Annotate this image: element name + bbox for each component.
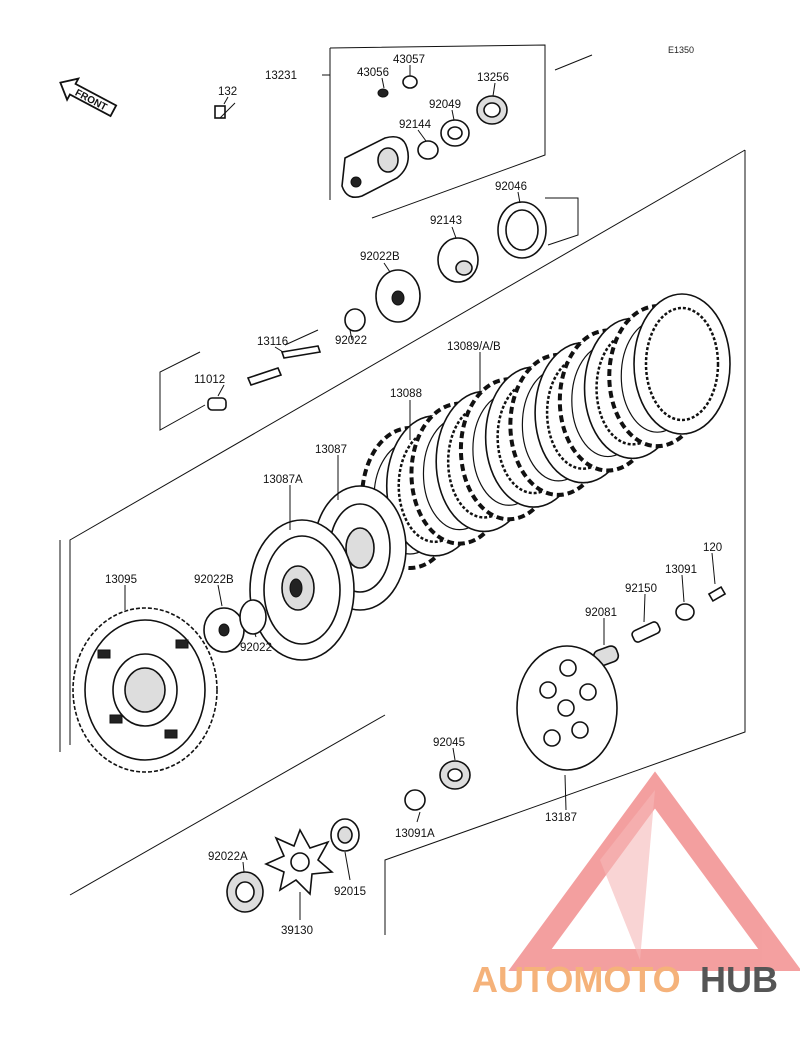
pressure-plate-13087A-part (249, 519, 355, 661)
plate-inner-edge (644, 306, 720, 422)
label-92143: 92143 (430, 215, 462, 227)
assembly-frames (59, 44, 746, 935)
watermark-text: AUTOMOTO HUB (472, 959, 778, 1000)
collar-13091A-part (404, 789, 426, 811)
label-13087A: 13087A (263, 474, 303, 486)
seal-92049-part (440, 119, 470, 147)
parts-43056-43057 (377, 75, 418, 98)
label-92022A: 92022A (208, 851, 248, 863)
sleeve-92143-part (437, 237, 479, 283)
label-13091A: 13091A (395, 828, 435, 840)
pin-92150-part (631, 621, 661, 643)
watermark-logo (508, 771, 800, 971)
bearing-92045-part (439, 760, 471, 790)
label-13116: 13116 (257, 336, 288, 348)
collar-13091-part (675, 603, 695, 621)
washer-92022-mid-part (239, 599, 267, 635)
seal-92144-part (417, 140, 439, 160)
label-39130: 39130 (281, 925, 313, 937)
washer-92022B-top-part (375, 269, 421, 323)
washer-92022B-mid-part (203, 607, 245, 653)
label-13088: 13088 (390, 388, 422, 400)
part-labels: 13231 43057 43056 13256 132 92049 92144 … (105, 54, 722, 937)
label-132: 132 (218, 86, 237, 98)
label-120: 120 (703, 542, 722, 554)
bearing-92022A-part (226, 871, 264, 913)
label-92022-top: 92022 (335, 335, 367, 347)
clutch-plate-stack (360, 293, 731, 570)
bearing-13256-part (476, 95, 508, 125)
label-13087: 13087 (315, 444, 347, 456)
label-92022-mid: 92022 (240, 642, 272, 654)
label-92022B-top: 92022B (360, 251, 400, 263)
label-13095: 13095 (105, 574, 137, 586)
label-43057: 43057 (393, 54, 425, 66)
label-92022B-mid: 92022B (194, 574, 234, 586)
label-92144: 92144 (399, 119, 432, 131)
label-13187: 13187 (545, 812, 577, 824)
label-13256: 13256 (477, 72, 509, 84)
pushrod-13116-part (246, 345, 322, 386)
bolt-132-part (214, 102, 236, 119)
label-92046: 92046 (495, 181, 527, 193)
leader-lines (124, 65, 716, 920)
release-shaft-part (341, 135, 410, 199)
label-43056: 43056 (357, 67, 389, 79)
nut-92015-part (330, 818, 360, 852)
clutch-housing-13095-part (72, 607, 218, 773)
label-13091: 13091 (665, 564, 697, 576)
bearing-92046-part (497, 201, 547, 259)
gear-39130-part (264, 828, 334, 896)
label-92015: 92015 (334, 886, 366, 898)
ball-11012-part (207, 397, 227, 411)
diagram-code: E1350 (668, 45, 694, 55)
label-13089: 13089/A/B (447, 341, 501, 353)
watermark-text-part1: AUTOMOTO (472, 959, 681, 1000)
watermark-text-part2: HUB (700, 959, 778, 1000)
bolt-120-part (707, 585, 727, 603)
label-92045: 92045 (433, 737, 465, 749)
label-92081: 92081 (585, 607, 617, 619)
label-13231: 13231 (265, 70, 297, 82)
label-92049: 92049 (429, 99, 461, 111)
label-92150: 92150 (625, 583, 657, 595)
spring-plate-13187-part (516, 645, 618, 771)
label-11012: 11012 (194, 374, 225, 386)
washer-92022-top-part (344, 308, 366, 332)
front-arrow-icon: FRONT (59, 77, 118, 118)
